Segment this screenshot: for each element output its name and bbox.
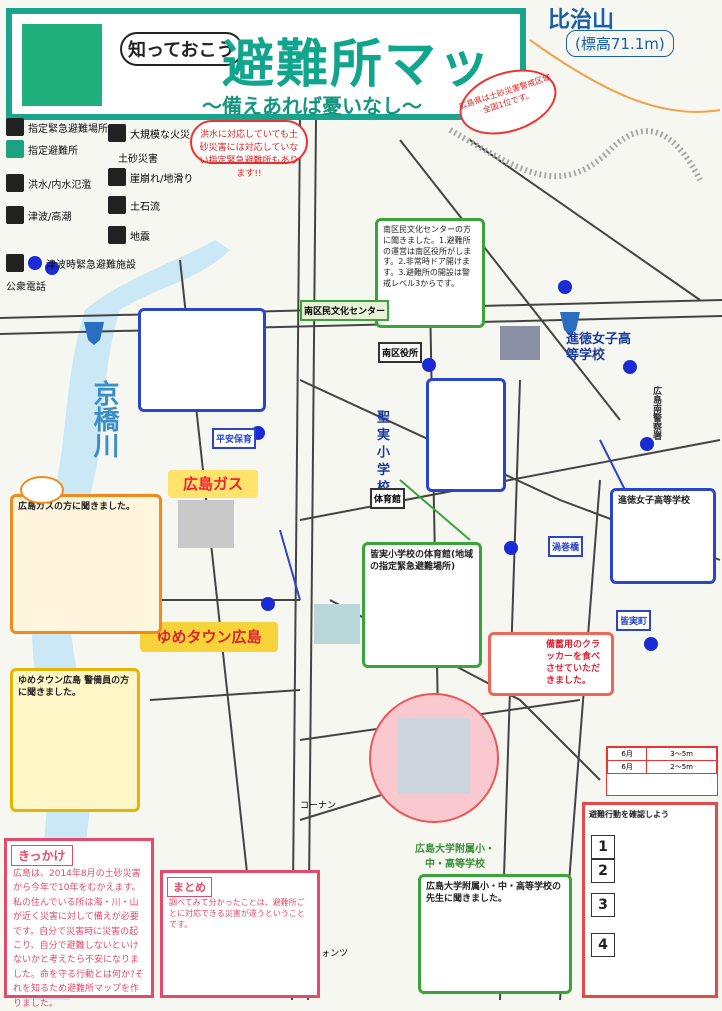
river-upper bbox=[85, 240, 230, 310]
kikkake-box: きっかけ 広島は、2014年8月の土砂災害から今年で10年をむかえます。私の住ん… bbox=[4, 838, 154, 1009]
cliff-icon bbox=[108, 168, 126, 186]
step-1: 1 bbox=[591, 835, 615, 859]
culture-center-box: 南区民文化センターの方に聞きました。1.避難所の運営は南区役所がします。2.非常… bbox=[375, 218, 485, 328]
shelter-icon bbox=[6, 140, 24, 158]
gym-photo bbox=[314, 604, 360, 644]
green-line-1 bbox=[399, 479, 471, 541]
legend-row: 津波時緊急避難施設 bbox=[6, 254, 136, 272]
mountain-name: 比治山 bbox=[548, 8, 615, 33]
shelter-dot-icon bbox=[45, 261, 59, 275]
route-sign-icon bbox=[560, 312, 580, 335]
gas-speech-bubble bbox=[20, 476, 64, 504]
legend-row: 土砂災害 bbox=[118, 154, 158, 165]
youme-info-box: ゆめタウン広島 警備員の方に聞きました。 bbox=[10, 668, 140, 812]
road-ne2 bbox=[469, 139, 701, 301]
river-label: 京橋川 bbox=[89, 380, 119, 458]
legend: 指定緊急避難場所 指定避難所 洪水/内水氾濫 津波/高潮 津波時緊急避難施設 公… bbox=[6, 118, 166, 308]
title-badge: 知っておこう bbox=[120, 32, 243, 66]
legend-row: 洪水/内水氾濫 bbox=[6, 174, 91, 192]
school-info-box bbox=[426, 378, 506, 492]
earthquake-icon bbox=[108, 226, 126, 244]
girls-info-box: 進徳女子高等学校 bbox=[610, 488, 716, 584]
legend-row: 津波/高潮 bbox=[6, 206, 71, 224]
matome-heading: まとめ bbox=[167, 877, 212, 897]
page-subtitle: ～備えあれば憂いなし～ bbox=[202, 94, 422, 118]
legend-row: 公衆電話 bbox=[6, 282, 46, 293]
step-4: 4 bbox=[591, 933, 615, 957]
school-photo bbox=[500, 326, 540, 360]
minamimachi-label: 皆実町 bbox=[616, 610, 652, 631]
supplies-photo bbox=[398, 718, 470, 794]
step-2: 2 bbox=[591, 859, 615, 883]
gas-tank-photo bbox=[178, 500, 234, 548]
gym-info-box: 皆実小学校の体育館(地域の指定緊急避難場所) bbox=[362, 542, 482, 668]
legend-hazards: 大規模な火災 土砂災害 崖崩れ/地滑り 土石流 地震 bbox=[108, 120, 208, 260]
emergency-place-icon bbox=[6, 118, 24, 136]
ward-info-box bbox=[138, 308, 266, 412]
heian-label: 平安保育 bbox=[212, 428, 257, 449]
flood-icon bbox=[6, 174, 24, 192]
page-title: 避難所マップ bbox=[222, 34, 493, 170]
shelter-dot-icon bbox=[504, 541, 518, 555]
culture-center-label: 南区民文化センター bbox=[300, 300, 390, 321]
shelter-dot-icon bbox=[558, 280, 572, 294]
girls-school-label: 進徳女子高等学校 bbox=[566, 332, 632, 363]
legend-row: 地震 bbox=[108, 226, 150, 244]
emergency-exit-icon bbox=[22, 24, 102, 106]
school-label: 聖 実 小 学 校 bbox=[374, 410, 389, 494]
shelter-dot-icon bbox=[422, 358, 436, 372]
kona-label: コーナン bbox=[300, 801, 337, 811]
mountain-elevation: (標高71.1m) bbox=[566, 30, 674, 57]
wants-label: ウォンツ bbox=[312, 949, 349, 959]
youme-label: ゆめタウン広島 bbox=[140, 622, 278, 652]
road-main-vertical bbox=[291, 119, 301, 1000]
univ-school-label: 広島大学附属小・中・高等学校 bbox=[415, 844, 495, 870]
legend-row: 土石流 bbox=[108, 196, 160, 214]
mountain-outline bbox=[529, 39, 721, 113]
matome-box: まとめ 調べてみて分かったことは、避難所ごとに対応できる災害が違うということです… bbox=[160, 870, 320, 998]
kikkake-body: 広島は、2014年8月の土砂災害から今年で10年をむかえます。私の住んでいる所は… bbox=[13, 869, 144, 1009]
shelter-dot-icon bbox=[640, 437, 654, 451]
road-route-2b bbox=[0, 315, 722, 335]
road-main-vertical-2 bbox=[307, 119, 317, 1000]
uzumaki-label: 渦巻橋 bbox=[548, 536, 584, 557]
steps-box: 避難行動を確認しよう 1 2 3 4 bbox=[582, 802, 718, 998]
legend-row: 指定避難所 bbox=[6, 140, 78, 158]
tsunami-icon bbox=[6, 206, 24, 224]
matome-body: 調べてみて分かったことは、避難所ごとに対応できる災害が違うということです。 bbox=[169, 898, 305, 929]
step-3: 3 bbox=[591, 893, 615, 917]
gas-info-box: 広島ガスの方に聞きました。 bbox=[10, 494, 162, 634]
flood-warning-note: 洪水に対応していても土砂災害には対応していない指定緊急避難所もあります!! bbox=[190, 120, 308, 179]
title-banner: 知っておこう 避難所マップ ～備えあれば憂いなし～ bbox=[6, 8, 526, 170]
ward-office-label: 南区役所 bbox=[378, 342, 423, 363]
legend-row: 大規模な火災 bbox=[108, 124, 190, 142]
mountain-label: 比治山 (標高71.1m) bbox=[548, 2, 698, 68]
univ-info-box: 広島大学附属小・中・高等学校の先生に聞きました。 bbox=[418, 874, 572, 994]
shelter-dot-icon bbox=[28, 256, 42, 270]
police-label: 広島南警察署 bbox=[651, 386, 661, 440]
shelter-dot-icon bbox=[261, 597, 275, 611]
debris-icon bbox=[108, 196, 126, 214]
road-h5 bbox=[149, 689, 301, 701]
route-sign-icon bbox=[84, 322, 104, 345]
shelter-dot-icon bbox=[644, 637, 658, 651]
cracker-box: 備蓄用のクラッカーを食べさせていただきました。 bbox=[488, 632, 614, 696]
road-ne bbox=[399, 139, 621, 421]
gas-label: 広島ガス bbox=[168, 470, 258, 498]
blue-line-2 bbox=[279, 529, 301, 601]
legend-row: 崖崩れ/地滑り bbox=[108, 168, 193, 186]
kikkake-heading: きっかけ bbox=[11, 845, 73, 866]
shelter-dot-icon bbox=[623, 360, 637, 374]
public-phone-icon bbox=[6, 254, 24, 272]
mountain-trail bbox=[448, 127, 703, 182]
fire-icon bbox=[108, 124, 126, 142]
gym-label: 体育館 bbox=[370, 488, 406, 509]
river bbox=[30, 310, 120, 1000]
legend-row: 指定緊急避難場所 bbox=[6, 118, 108, 136]
